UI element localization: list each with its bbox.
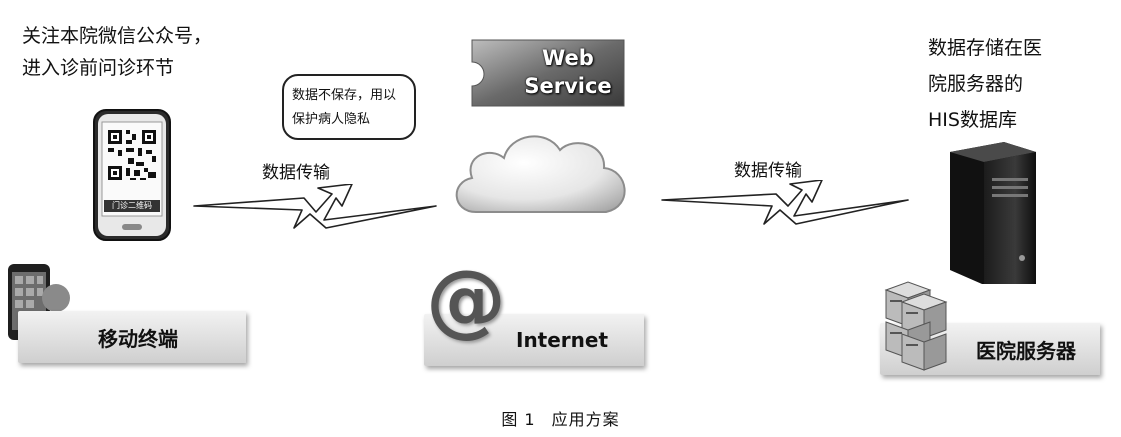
- data-link-right: [660, 180, 912, 226]
- left-note-line1: 关注本院微信公众号，: [22, 25, 213, 47]
- rack-server-graphic: [884, 281, 948, 371]
- internet-label: Internet: [424, 314, 644, 366]
- web-service-tag: Web Service: [468, 36, 628, 110]
- figure-title: 应用方案: [551, 410, 620, 429]
- figure-caption: 图 1 应用方案: [0, 406, 1121, 430]
- right-note-line3: HIS数据库: [928, 109, 1017, 131]
- web-service-text: Web Service: [512, 44, 624, 100]
- privacy-bubble: 数据不保存，用以 保护病人隐私: [282, 74, 416, 140]
- transfer-label-right: 数据传输: [734, 161, 802, 181]
- at-sign-icon: @: [426, 253, 506, 346]
- cloud-graphic: [455, 135, 626, 213]
- web-service-tag-shape: [471, 39, 625, 107]
- transfer-label-left: 数据传输: [262, 163, 330, 183]
- phone-graphic: [93, 109, 171, 241]
- bubble-line1: 数据不保存，用以: [292, 88, 397, 103]
- lightning-bolt-icon: [193, 184, 437, 229]
- data-link-left: [192, 184, 440, 230]
- cloud-icon: [446, 124, 636, 224]
- figure-number: 图 1: [501, 410, 536, 429]
- qr-code-icon: [108, 130, 156, 180]
- right-note-line1: 数据存储在医: [928, 37, 1043, 59]
- rack-server-icon: [882, 280, 952, 372]
- mobile-terminal-text: 移动终端: [98, 326, 178, 351]
- internet-text: Internet: [516, 328, 609, 352]
- web-service-line1: Web: [542, 46, 594, 70]
- web-service-line2: Service: [524, 74, 612, 98]
- phone-screen-caption: 门诊二维码: [112, 201, 152, 210]
- bubble-line2: 保护病人隐私: [292, 112, 371, 127]
- lightning-bolt-icon-2: [661, 180, 909, 225]
- right-note-line2: 院服务器的: [928, 73, 1024, 95]
- hospital-server-text: 医院服务器: [976, 338, 1076, 363]
- tower-server-icon: [944, 138, 1040, 288]
- right-note: 数据存储在医 院服务器的 HIS数据库: [928, 30, 1042, 138]
- mobile-terminal-label: 移动终端: [18, 311, 246, 363]
- left-note-line2: 进入诊前问诊环节: [22, 57, 175, 79]
- tower-server-graphic: [950, 142, 1036, 284]
- left-note: 关注本院微信公众号， 进入诊前问诊环节: [22, 20, 212, 84]
- phone-icon: 门诊二维码: [92, 108, 172, 242]
